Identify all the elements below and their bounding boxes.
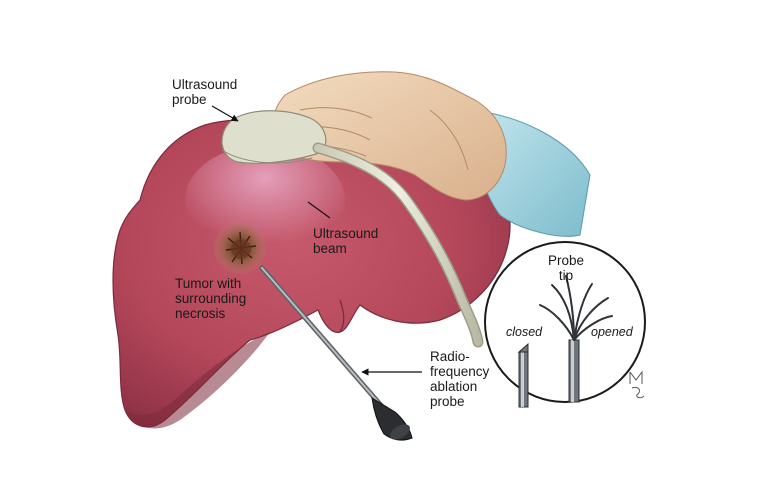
probe-tip-closed (519, 344, 528, 407)
opened-label: opened (591, 325, 633, 340)
ultrasound-probe-leader (212, 106, 238, 121)
artist-monogram (630, 372, 644, 398)
probe-tip-label: Probe tip (548, 253, 584, 283)
ultrasound-beam-label: Ultrasound beam (313, 226, 378, 256)
ultrasound-probe (222, 111, 326, 164)
tumor-core (231, 239, 251, 259)
closed-label: closed (506, 325, 542, 340)
tumor-label: Tumor with surrounding necrosis (175, 276, 246, 321)
rfa-probe-label: Radio- frequency ablation probe (430, 349, 489, 409)
ultrasound-probe-label: Ultrasound probe (172, 77, 237, 107)
